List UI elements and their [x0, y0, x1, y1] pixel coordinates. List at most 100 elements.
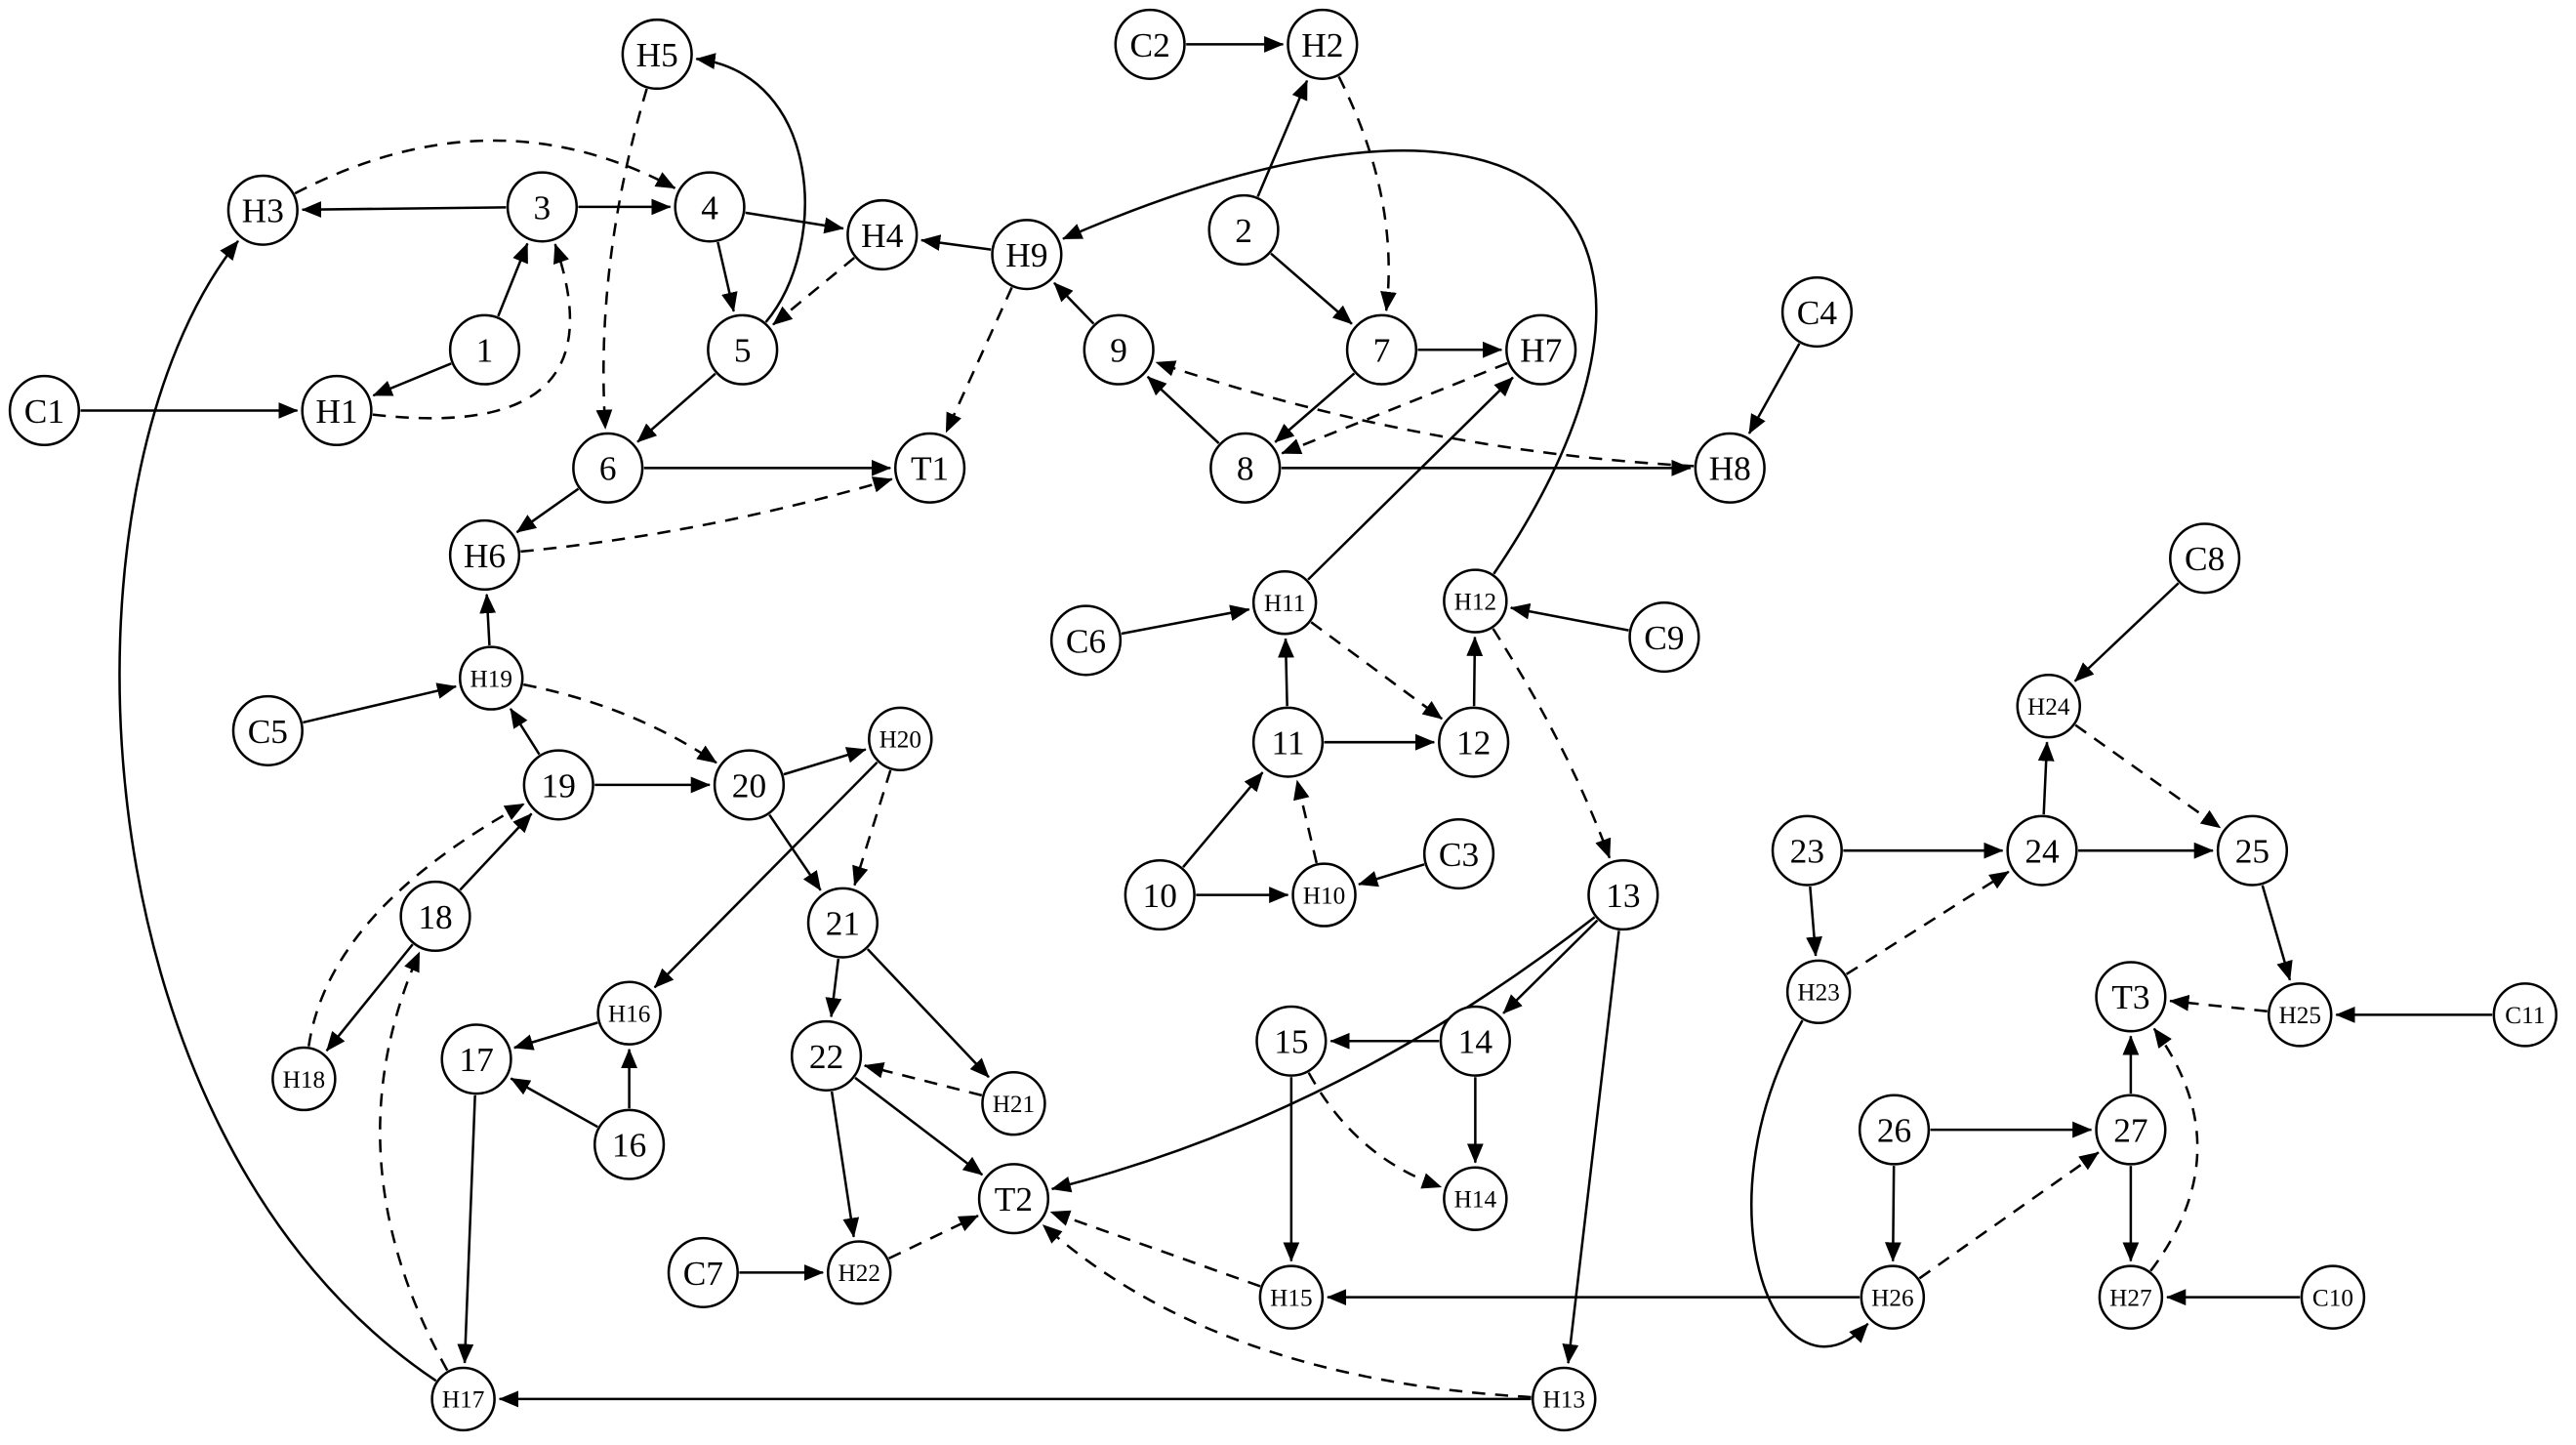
node-21: 21 [806, 887, 879, 959]
node-circle-H16 [596, 980, 662, 1046]
node-circle-15 [1255, 1005, 1328, 1077]
node-circle-H2 [1287, 8, 1359, 80]
node-circle-18 [399, 880, 471, 953]
node-label-22: 22 [809, 1038, 843, 1076]
node-label-H8: H8 [1709, 450, 1751, 488]
node-circle-7 [1345, 313, 1418, 386]
node-label-H21: H21 [993, 1092, 1035, 1118]
node-2: 2 [1207, 193, 1280, 267]
edge-23-H23-solid [1806, 886, 1822, 957]
node-circle-H19 [458, 645, 524, 711]
node-label-17: 17 [459, 1041, 493, 1079]
edge-19-H19-solid [509, 708, 541, 756]
node-label-T3: T3 [2111, 978, 2149, 1016]
node-H27: H27 [2098, 1264, 2164, 1330]
edge-C4-H8-solid [1747, 343, 1801, 434]
edge-H3-4-dashed [294, 139, 676, 195]
edge-2-7-solid [1270, 252, 1353, 325]
node-3: 3 [506, 171, 579, 243]
edge-21-H21-solid [866, 948, 990, 1079]
node-label-12: 12 [1456, 724, 1491, 763]
node-label-C11: C11 [2505, 1003, 2545, 1029]
edge-H26-27-dashed [1918, 1151, 2100, 1280]
node-label-14: 14 [1458, 1023, 1493, 1061]
node-label-H18: H18 [283, 1067, 325, 1094]
node-label-6: 6 [599, 450, 617, 488]
node-C5: C5 [231, 694, 304, 766]
node-circle-H7 [1505, 313, 1577, 386]
node-circle-H10 [1291, 862, 1357, 928]
edge-26-H26-solid [1884, 1166, 1901, 1262]
node-circle-H23 [1785, 959, 1852, 1025]
node-label-24: 24 [2024, 833, 2060, 871]
edge-10-11-solid [1182, 771, 1264, 869]
node-label-15: 15 [1274, 1023, 1308, 1061]
node-circle-25 [2216, 814, 2289, 887]
node-H15: H15 [1258, 1264, 1325, 1330]
node-circle-2 [1207, 193, 1280, 267]
node-circle-H13 [1532, 1366, 1597, 1432]
node-circle-C11 [2492, 982, 2558, 1048]
edge-16-17-solid [510, 1077, 598, 1129]
node-circle-C1 [8, 374, 81, 447]
edge-C9-H12-solid [1509, 602, 1629, 632]
edge-H23-H26-solid [1750, 1019, 1869, 1348]
edge-13-14-solid [1502, 919, 1599, 1014]
node-circle-21 [806, 887, 879, 959]
node-H4: H4 [846, 198, 919, 271]
edge-1-H1-solid [372, 362, 452, 397]
node-22: 22 [790, 1019, 863, 1092]
node-C7: C7 [667, 1236, 739, 1308]
edge-5-6-solid [636, 372, 716, 443]
edge-13-T2-solid [1050, 916, 1596, 1193]
node-H6: H6 [448, 518, 521, 592]
node-circle-8 [1209, 432, 1282, 504]
node-14: 14 [1439, 1005, 1511, 1077]
edge-2-H2-solid [1256, 79, 1309, 197]
node-circle-T1 [893, 432, 966, 504]
node-circle-C4 [1780, 275, 1854, 349]
node-label-H19: H19 [470, 666, 512, 692]
node-circle-9 [1083, 313, 1155, 386]
node-C2: C2 [1114, 8, 1186, 80]
edge-18-19-solid [459, 812, 533, 891]
edge-H22-T2-dashed [888, 1215, 979, 1260]
node-C1: C1 [8, 374, 81, 447]
node-label-H12: H12 [1454, 589, 1496, 615]
node-label-H20: H20 [879, 727, 921, 754]
edge-H17-18-dashed [379, 951, 449, 1372]
node-label-7: 7 [1373, 332, 1391, 370]
node-H26: H26 [1860, 1264, 1926, 1330]
node-H2: H2 [1287, 8, 1359, 80]
node-label-1: 1 [476, 332, 494, 370]
node-circle-C6 [1049, 604, 1123, 677]
node-label-4: 4 [701, 188, 718, 227]
node-circle-H25 [2268, 982, 2333, 1048]
node-24: 24 [2006, 814, 2078, 887]
edge-H9-T1-dashed [945, 286, 1013, 434]
node-19: 19 [522, 749, 594, 821]
edge-H8-9-dashed [1155, 360, 1695, 468]
node-circle-5 [707, 313, 779, 386]
node-H23: H23 [1785, 959, 1852, 1025]
edge-8-9-solid [1146, 375, 1220, 444]
node-C9: C9 [1628, 600, 1700, 674]
node-label-18: 18 [418, 898, 452, 936]
node-label-27: 27 [2113, 1111, 2147, 1149]
node-label-13: 13 [1606, 877, 1640, 915]
edge-H2-7-dashed [1337, 75, 1397, 311]
edge-H20-H16-solid [653, 761, 879, 989]
edge-H21-22-dashed [863, 1061, 983, 1097]
node-label-2: 2 [1235, 212, 1252, 250]
node-label-10: 10 [1143, 877, 1177, 915]
node-label-16: 16 [612, 1127, 646, 1165]
node-17: 17 [440, 1023, 512, 1095]
node-C8: C8 [2169, 522, 2241, 595]
node-H14: H14 [1443, 1166, 1508, 1231]
edge-C3-H10-solid [1358, 863, 1425, 888]
node-C11: C11 [2492, 982, 2558, 1048]
node-label-C4: C4 [1797, 294, 1838, 332]
node-H24: H24 [2016, 673, 2081, 739]
node-label-H23: H23 [1797, 980, 1839, 1007]
node-label-C9: C9 [1644, 619, 1684, 657]
